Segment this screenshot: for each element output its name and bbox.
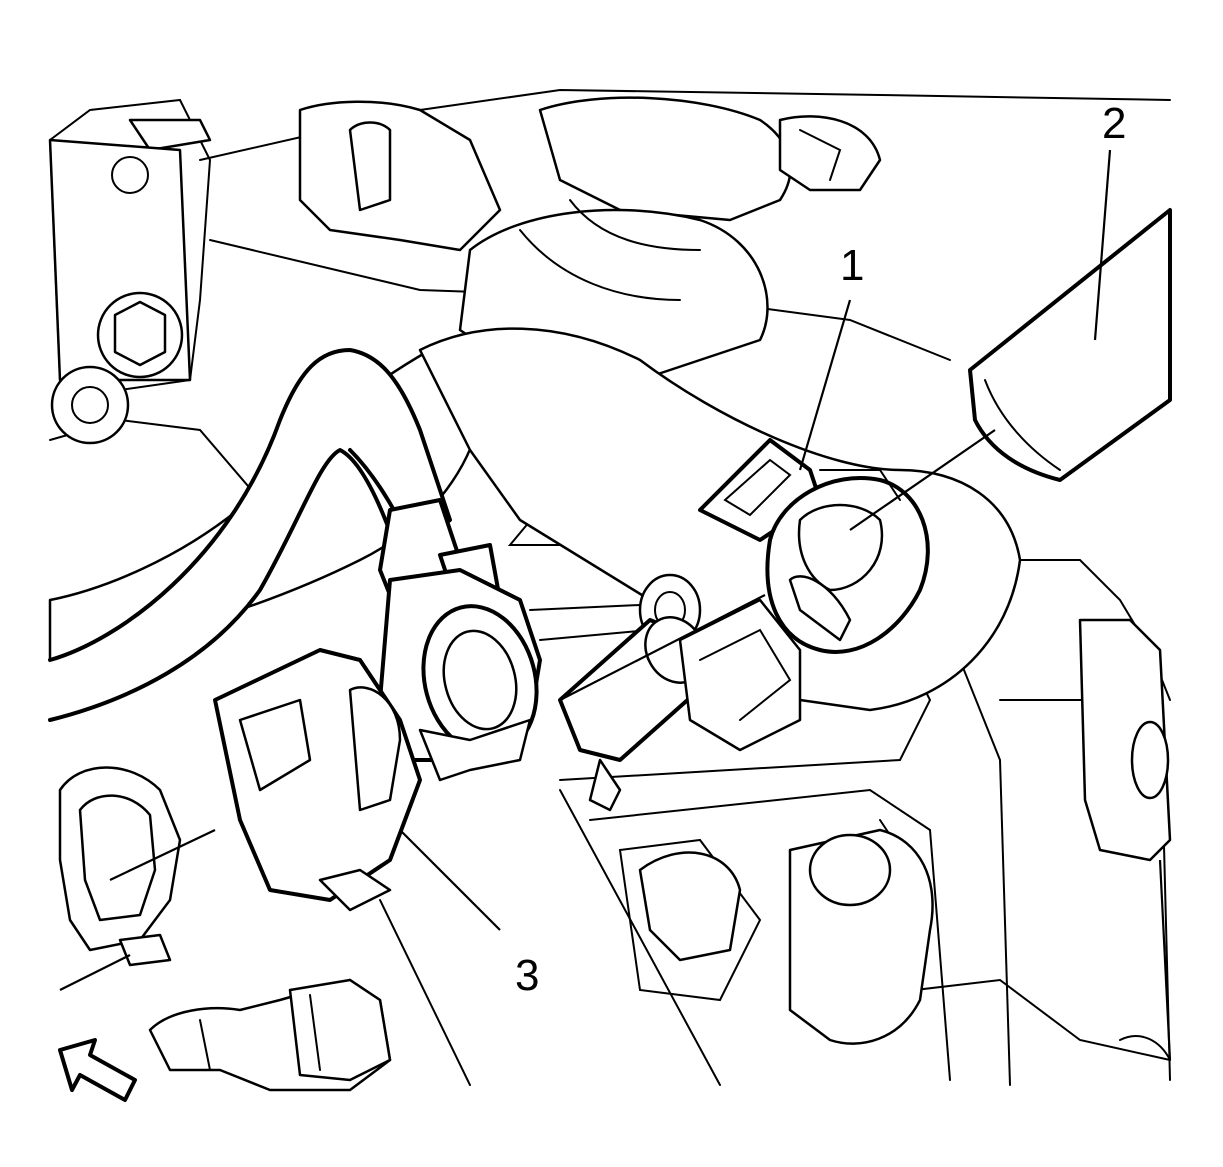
right-side-parts: [638, 618, 1172, 1061]
service-tool: [968, 208, 1172, 482]
callout-3: 3: [515, 951, 539, 1000]
electrical-connector: [213, 498, 542, 912]
callout-2: 2: [1102, 99, 1126, 148]
leader-lines: [59, 149, 1172, 1061]
view-direction-arrow-icon: [58, 1038, 137, 1102]
hose-fitting: [558, 573, 802, 812]
bottom-fitting: [148, 978, 392, 1092]
left-bracket: [48, 138, 192, 445]
callout-1: 1: [840, 241, 864, 290]
left-side-parts: [58, 766, 182, 967]
hose-clamp: [698, 438, 930, 654]
